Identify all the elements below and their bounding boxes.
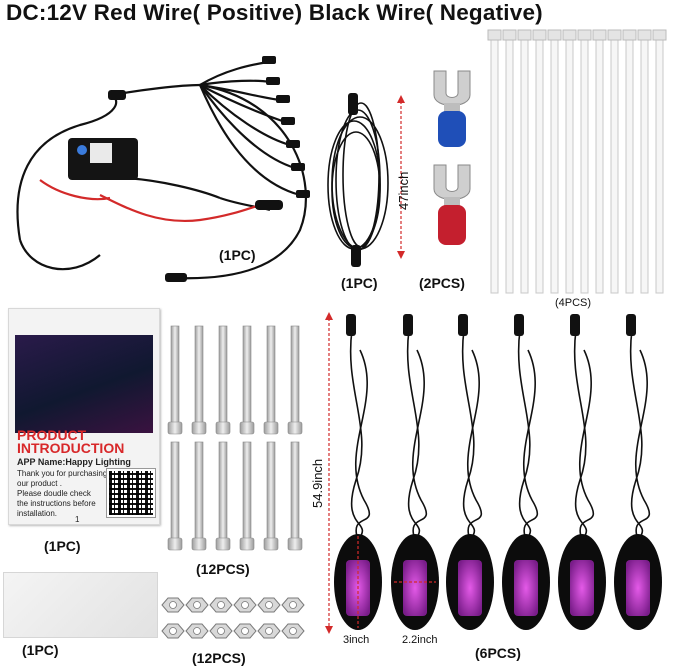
manual-qty-label: (1PC) <box>44 538 81 554</box>
manual-heading-product: PRODUCT <box>17 427 87 443</box>
pods-qty-label: (6PCS) <box>475 645 521 661</box>
manual-app-name: APP Name:Happy Lighting <box>17 457 131 467</box>
manual-line-5: installation. <box>17 509 58 518</box>
extension-length-arrow <box>397 95 405 259</box>
extension-qty-label: (1PC) <box>341 275 378 291</box>
pod-length-label: 3inch <box>343 634 370 646</box>
protective-film-image <box>3 572 158 638</box>
instruction-manual: PRODUCT INTRODUCTION APP Name:Happy Ligh… <box>8 308 160 525</box>
manual-cover-photo <box>15 335 153 433</box>
extension-length-label: 47inch <box>396 171 411 210</box>
screws-image <box>167 325 303 551</box>
pod-width-label: 2.2inch <box>402 634 438 646</box>
pod-cable-length-arrow <box>325 312 333 634</box>
pod-cable-length-label: 54.9inch <box>310 458 325 508</box>
controller-qty-label: (1PC) <box>219 247 256 263</box>
zip-ties-qty-label: (4PCS) <box>555 297 592 309</box>
manual-page-number: 1 <box>75 515 80 524</box>
manual-line-2: our product . <box>17 479 62 488</box>
manual-line-4: the instructions before <box>17 499 96 508</box>
screws-qty-label: (12PCS) <box>196 561 250 577</box>
controller-harness-image <box>16 56 310 282</box>
nuts-image <box>161 597 305 639</box>
rock-light-pods-image <box>334 314 662 630</box>
manual-heading-introduction: INTRODUCTION <box>17 440 125 456</box>
zip-ties-image <box>487 29 667 294</box>
qr-code-icon <box>106 468 156 518</box>
terminals-qty-label: (2PCS) <box>419 275 465 291</box>
nuts-qty-label: (12PCS) <box>192 650 246 666</box>
page-title: DC:12V Red Wire( Positive) Black Wire( N… <box>6 0 543 25</box>
extension-cable-image <box>327 93 389 267</box>
spade-terminals-image <box>433 70 471 245</box>
manual-line-1: Thank you for purchasing <box>17 469 108 478</box>
manual-line-3: Please doudle check <box>17 489 91 498</box>
film-qty-label: (1PC) <box>22 642 59 658</box>
